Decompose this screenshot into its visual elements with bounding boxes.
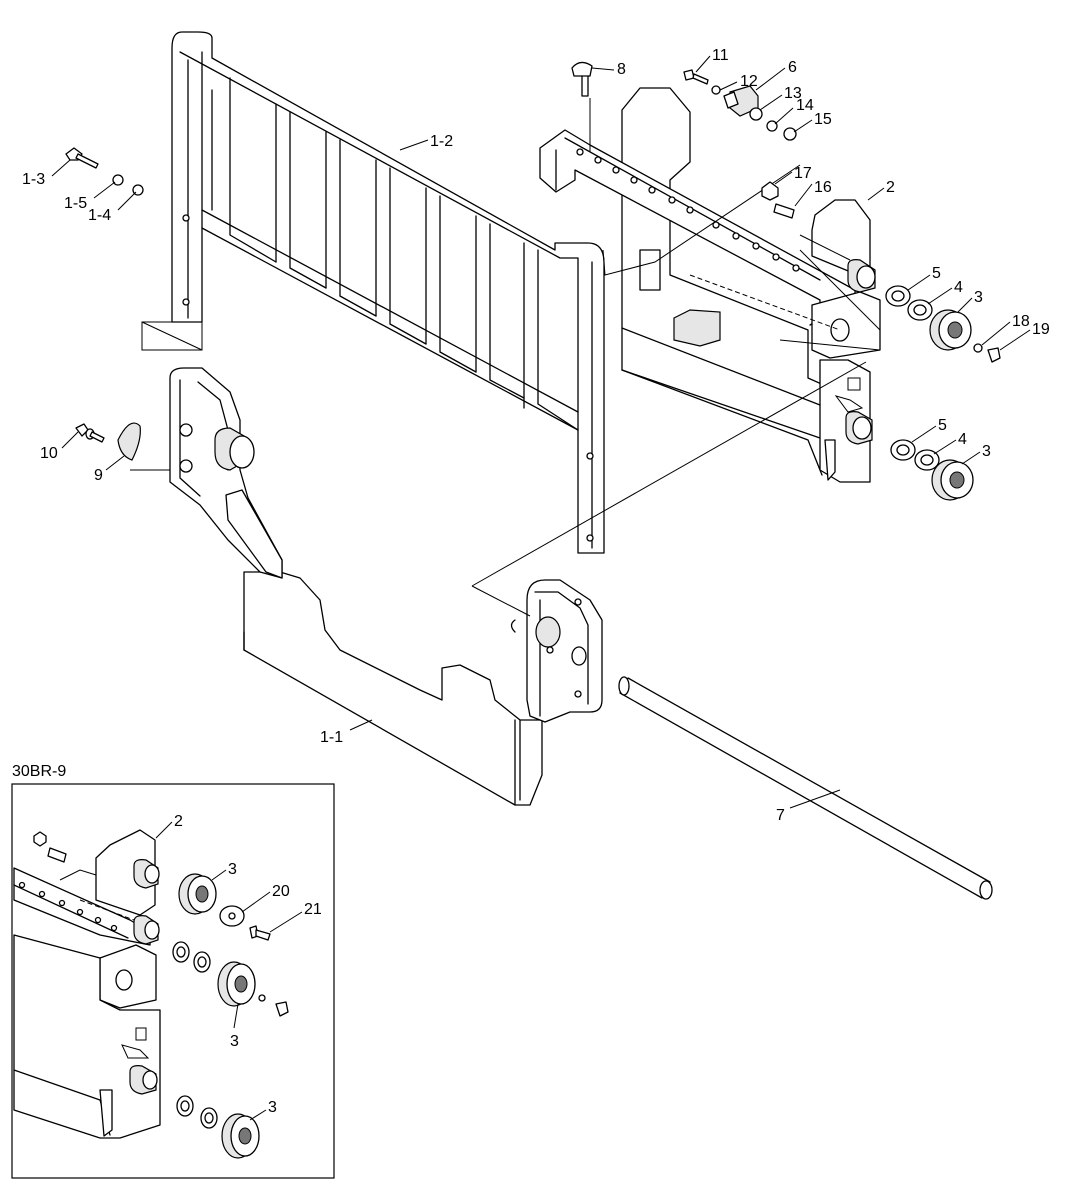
label-8: 8 <box>617 61 626 78</box>
shaft-rod <box>618 676 993 900</box>
part-labels: 1-3 1-5 1-4 1-2 1-1 8 11 12 6 13 14 15 1… <box>22 47 1050 824</box>
label-15: 15 <box>814 111 832 128</box>
label-18: 18 <box>1012 313 1030 330</box>
alignment-lines <box>130 98 881 617</box>
label-6: 6 <box>788 59 797 76</box>
label-5-lower: 5 <box>938 417 947 434</box>
side-shifter-frame <box>539 87 881 483</box>
inset-label-3-middle: 3 <box>230 1033 239 1050</box>
label-5-upper: 5 <box>932 265 941 282</box>
label-9: 9 <box>94 467 103 484</box>
label-1-4: 1-4 <box>88 207 111 224</box>
label-1-5: 1-5 <box>64 195 87 212</box>
label-11: 11 <box>712 47 729 64</box>
label-17: 17 <box>794 165 812 182</box>
label-3-upper: 3 <box>974 289 983 306</box>
inset-label-21: 21 <box>304 901 322 918</box>
hardware-parts <box>65 61 1001 501</box>
label-1-3: 1-3 <box>22 171 45 188</box>
label-1-1: 1-1 <box>320 729 343 746</box>
backrest-frame <box>171 31 605 554</box>
label-16: 16 <box>814 179 832 196</box>
inset-label-2: 2 <box>174 813 183 830</box>
label-10: 10 <box>40 445 58 462</box>
label-7: 7 <box>776 807 785 824</box>
inset-label-3-top: 3 <box>228 861 237 878</box>
fork-carriage <box>169 367 603 806</box>
inset-frame <box>11 783 335 1179</box>
inset-detail: 30BR-9 <box>11 763 335 1179</box>
label-12: 12 <box>740 73 758 90</box>
label-3-lower: 3 <box>982 443 991 460</box>
label-13: 13 <box>784 85 802 102</box>
label-1-2: 1-2 <box>430 133 453 150</box>
label-4-lower: 4 <box>958 431 967 448</box>
label-19: 19 <box>1032 321 1050 338</box>
inset-label-20: 20 <box>272 883 290 900</box>
label-4-upper: 4 <box>954 279 963 296</box>
leader-lines <box>51 55 1031 809</box>
label-2: 2 <box>886 179 895 196</box>
inset-title: 30BR-9 <box>12 763 66 780</box>
label-14: 14 <box>796 97 814 114</box>
inset-label-3-bottom: 3 <box>268 1099 277 1116</box>
